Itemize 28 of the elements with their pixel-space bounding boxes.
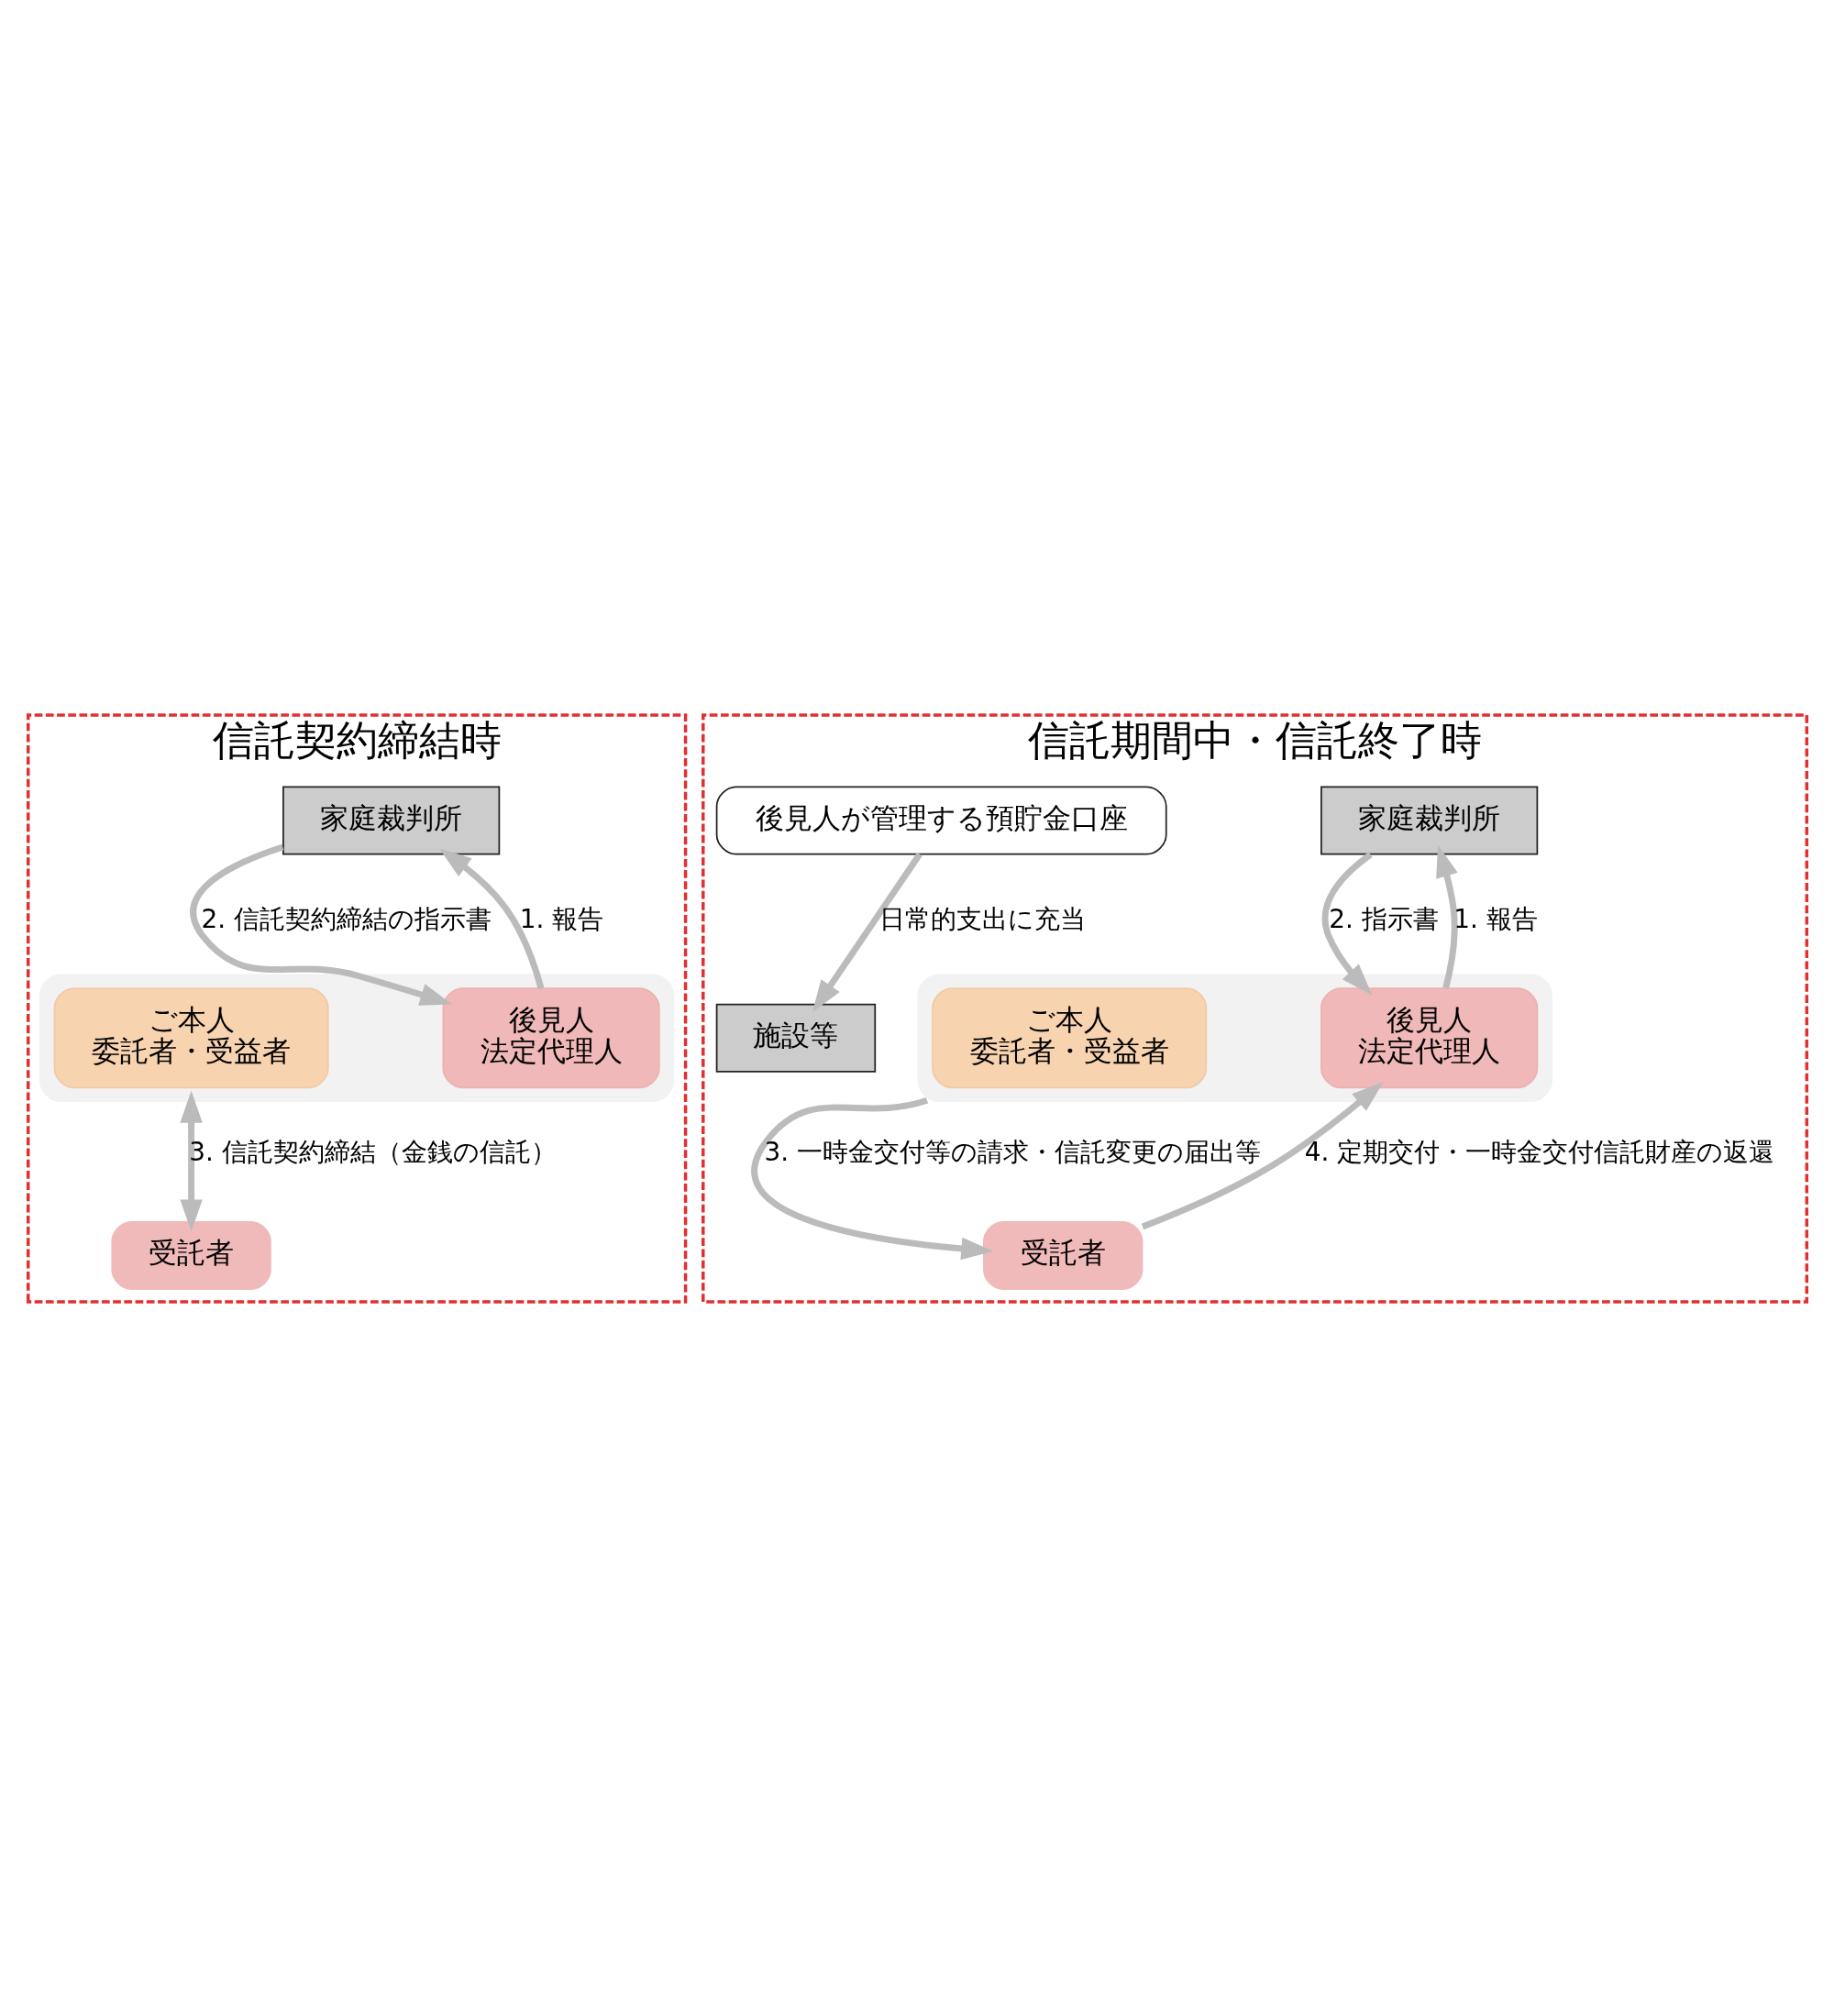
node-box: 家庭裁判所 [1320, 786, 1538, 855]
node-box: 施設等 [715, 1003, 876, 1073]
node-box: 受託者 [110, 1220, 271, 1290]
edge-label: 1. 報告 [1453, 903, 1538, 934]
node-box: ご本人 委託者・受益者 [931, 986, 1207, 1088]
node-box: 受託者 [982, 1220, 1143, 1290]
node-box: 後見人が管理する預貯金口座 [715, 786, 1167, 855]
node-box: 後見人 法定代理人 [1320, 986, 1538, 1088]
arrow [1435, 844, 1458, 989]
edge-label: 2. 指示書 [1328, 903, 1439, 934]
arrow [190, 843, 452, 1006]
arrow [751, 1096, 993, 1260]
edge-label: 3. 一時金交付等の請求・信託変更の届出等 [764, 1136, 1261, 1167]
edge-label: 3. 信託契約締結（金銭の信託） [188, 1136, 557, 1167]
edge-label: 1. 報告 [519, 903, 603, 934]
node-box: 後見人 法定代理人 [441, 986, 660, 1088]
arrow [1321, 851, 1373, 996]
cluster [39, 974, 674, 1102]
edge-label: 4. 定期交付・一時金交付信託財産の返還 [1304, 1136, 1774, 1167]
arrow [812, 852, 923, 1012]
cluster [917, 974, 1552, 1102]
arrow [438, 848, 544, 989]
arrow [1141, 1081, 1384, 1229]
node-box: 家庭裁判所 [282, 786, 500, 855]
edge-label: 日常的支出に充当 [878, 903, 1086, 934]
arrow [179, 1090, 203, 1231]
node-box: ご本人 委託者・受益者 [53, 986, 329, 1088]
edge-label: 2. 信託契約締結の指示書 [201, 903, 492, 934]
